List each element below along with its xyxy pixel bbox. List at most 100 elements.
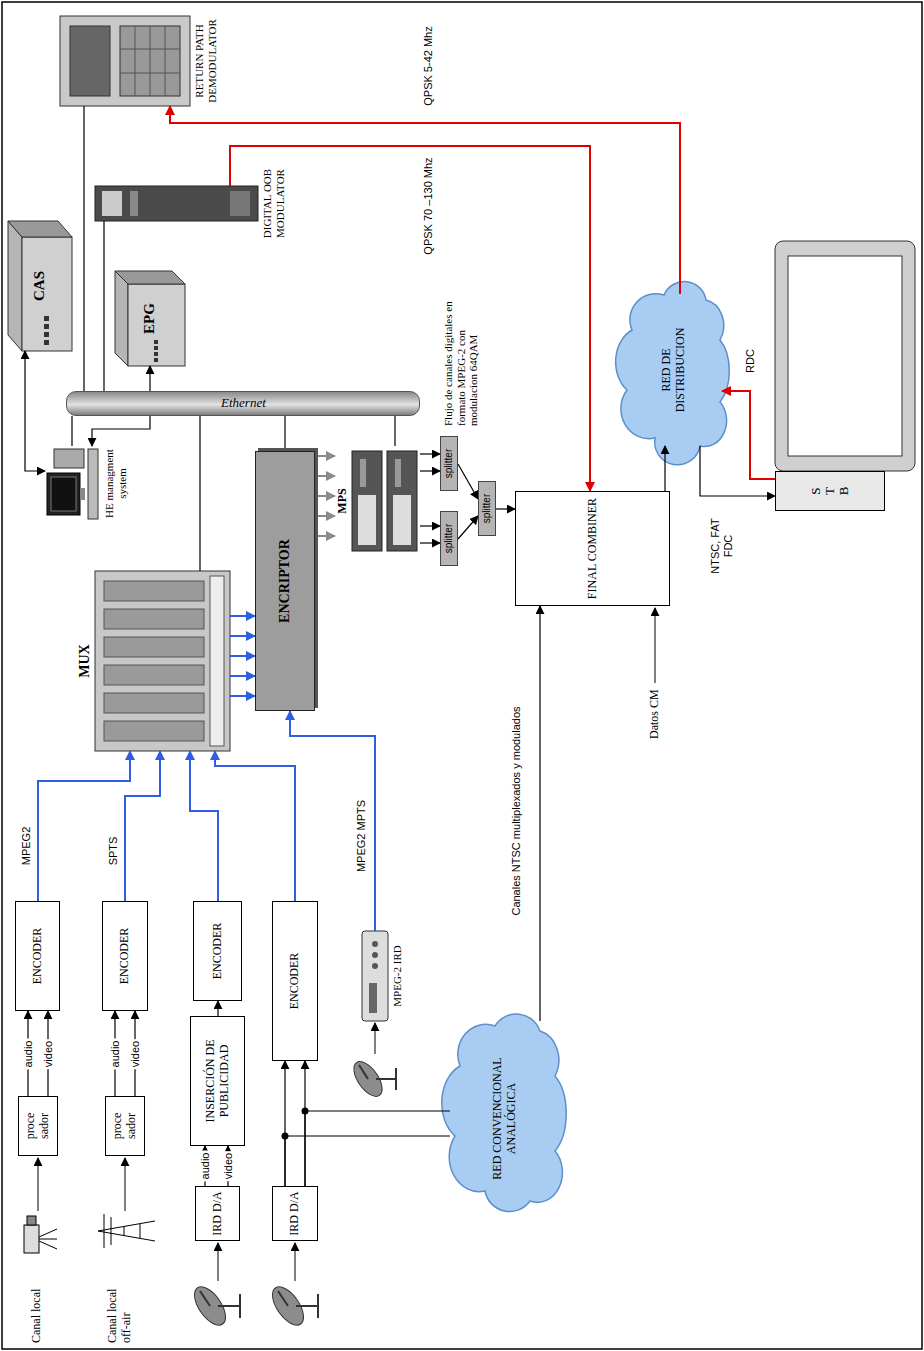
- antenna-tower: [98, 1214, 155, 1248]
- source-arrow: [655, 608, 656, 683]
- node-label: RED DE DISTRIBUCION: [660, 305, 688, 435]
- node-label: splitter: [481, 494, 493, 523]
- ird-device: [372, 963, 378, 969]
- ird-device: [372, 952, 378, 958]
- splitter-box: splitter: [440, 511, 458, 566]
- computer-icon: [88, 449, 98, 519]
- encoder-box: ENCODER: [193, 901, 242, 1001]
- camera-icon: [24, 1225, 39, 1253]
- connector: [664, 446, 665, 491]
- node-label: CAS: [31, 271, 48, 301]
- mux-rack: [104, 721, 204, 741]
- connector: [458, 516, 478, 539]
- ird-device: [362, 931, 388, 1021]
- mux-rack: [95, 571, 230, 751]
- mps-device: [352, 451, 382, 551]
- node-label: splitter: [443, 524, 455, 553]
- mps-device: [395, 459, 401, 487]
- mux-rack: [104, 693, 204, 713]
- signal-label: audio: [109, 1039, 122, 1070]
- encoder-box: ENCODER: [272, 901, 318, 1061]
- connector: [103, 221, 104, 391]
- signal-label: audio: [22, 1039, 35, 1070]
- connector: [458, 464, 478, 499]
- connector: [420, 453, 440, 454]
- annotation: Canal local off-air: [106, 1273, 134, 1343]
- connector: [285, 1136, 450, 1186]
- server-box: [8, 221, 72, 237]
- ethernet-bus: Ethernet: [66, 391, 420, 416]
- cloud-shape: [616, 282, 730, 465]
- camera-icon: [24, 1216, 57, 1253]
- computer-icon: [54, 449, 84, 468]
- camera-icon: [39, 1241, 57, 1249]
- ird-device: [369, 983, 377, 1013]
- ird-device: [372, 941, 378, 947]
- demodulator-device: [70, 26, 110, 96]
- node-label: MPS: [336, 488, 350, 513]
- connector: [420, 525, 440, 526]
- connector: [394, 416, 395, 446]
- source-arrow: [38, 608, 655, 1281]
- server-box: [44, 332, 49, 337]
- connector: [230, 635, 255, 637]
- splitter-box: splitter: [440, 436, 458, 491]
- satellite-dish: [359, 1065, 396, 1090]
- server-box: [154, 352, 158, 356]
- annotation: Canal local: [30, 1263, 44, 1343]
- connector: [71, 416, 72, 446]
- connector: [83, 106, 84, 391]
- device-caption: RETURN PATH DEMODULATOR: [193, 11, 218, 111]
- connector: [199, 416, 200, 571]
- signal-label: QPSK 5-42 Mhz: [422, 14, 435, 118]
- mps-device: [358, 495, 376, 545]
- connector: [215, 751, 295, 901]
- node-label: Ethernet: [221, 396, 266, 411]
- computer-icon: [47, 473, 80, 515]
- splitter-box: splitter: [478, 481, 496, 536]
- connector: [230, 655, 255, 657]
- tv-set: [788, 256, 902, 456]
- demodulator-device: [60, 16, 190, 106]
- connector: [290, 711, 375, 931]
- computer-icon: [47, 449, 98, 519]
- server-box: [115, 271, 185, 284]
- server-box: [115, 271, 128, 366]
- stb-box: S T B: [775, 471, 885, 511]
- signal-label: RDC: [744, 347, 757, 375]
- cas-server: CAS: [8, 221, 72, 351]
- connector: [315, 455, 335, 457]
- device-caption: DIGITAL OOB MODULATOR: [261, 158, 286, 250]
- connector: [700, 446, 775, 496]
- signal-label: QPSK 70 –130 Mhz: [422, 154, 435, 258]
- tv-set: [775, 241, 915, 471]
- server-box: [44, 324, 49, 329]
- connector: [217, 1001, 218, 1016]
- signal-label: video: [42, 1039, 55, 1069]
- mps-device: [352, 451, 417, 551]
- ird-device: MPEG-2 IRD: [362, 931, 388, 1021]
- node-label: RED CONVENCIONAL ANALÓGICA: [491, 1054, 519, 1184]
- ird-box: IRD D/A: [272, 1186, 318, 1241]
- server-box: [22, 237, 72, 351]
- server-box: [154, 346, 158, 350]
- cloud-shape: [442, 1014, 566, 1212]
- node-label: ENCODER: [288, 953, 302, 1010]
- ad-insertion-box: INSERCIÓN DE PUBLICIDAD: [190, 1016, 245, 1146]
- modulator-device: [130, 191, 138, 216]
- tv-set: [775, 241, 915, 471]
- connector: [230, 675, 255, 677]
- network-cloud: RED CONVENCIONAL ANALÓGICA: [450, 1021, 560, 1216]
- signal-label: NTSC, FAT FDC: [709, 506, 734, 586]
- mux-rack: [104, 637, 204, 657]
- source-arrow: [295, 1243, 296, 1281]
- node-label: splitter: [443, 449, 455, 478]
- device-caption: HE managment system: [103, 439, 128, 529]
- server-box: [44, 316, 49, 321]
- mps-device: [360, 459, 366, 487]
- connector: [539, 606, 540, 1021]
- modulator-device: [230, 191, 250, 216]
- signal-label: Canales NTSC multiplexados y modulados: [510, 704, 523, 918]
- server-box: [154, 358, 158, 362]
